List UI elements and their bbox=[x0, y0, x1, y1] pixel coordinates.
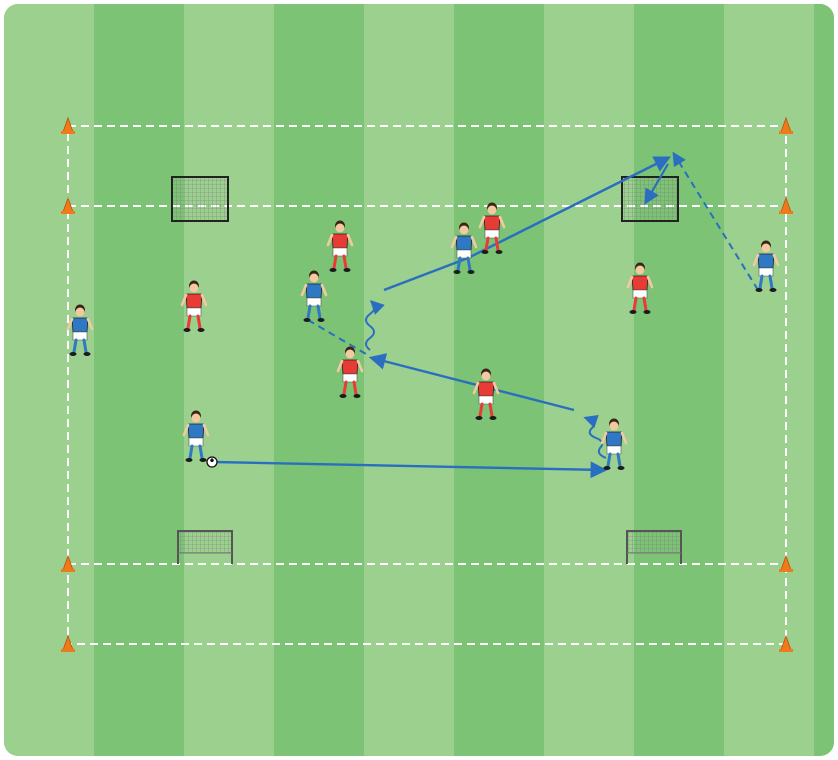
blue-player-6-part bbox=[762, 244, 771, 253]
blue-player-4-part bbox=[192, 414, 201, 423]
blue-player-3-part bbox=[468, 258, 470, 270]
red-player-2-part bbox=[198, 328, 205, 332]
blue-player-4-part bbox=[200, 458, 207, 462]
blue-player-2-part bbox=[310, 274, 319, 283]
red-player-1-part bbox=[344, 256, 346, 268]
red-player-3-part bbox=[346, 350, 355, 359]
blue-player-4-part bbox=[200, 446, 202, 458]
blue-player-3-part bbox=[460, 226, 469, 235]
cone-base bbox=[779, 211, 793, 214]
blue-player-1-part bbox=[70, 352, 77, 356]
red-player-3-part bbox=[340, 394, 347, 398]
red-player-1-part bbox=[334, 256, 336, 268]
red-player-3-part bbox=[354, 382, 356, 394]
red-player-6-part bbox=[632, 276, 648, 290]
red-player-2-part bbox=[188, 316, 190, 328]
blue-player-1-part bbox=[72, 318, 88, 332]
blue-player-1-part bbox=[74, 340, 76, 352]
red-player-1-part bbox=[330, 268, 337, 272]
red-player-2-part bbox=[184, 328, 191, 332]
blue-player-2-part bbox=[304, 318, 311, 322]
ball-icon bbox=[207, 457, 217, 467]
blue-player-3-part bbox=[458, 258, 460, 270]
red-player-2-part bbox=[198, 316, 200, 328]
blue-player-5-part bbox=[606, 432, 622, 446]
blue-player-5-part bbox=[610, 422, 619, 431]
blue-player-3-part bbox=[454, 270, 461, 274]
blue-player-4-part bbox=[190, 446, 192, 458]
blue-player-4-part bbox=[188, 424, 204, 438]
red-player-3-part bbox=[344, 382, 346, 394]
blue-player-5-part bbox=[618, 466, 625, 470]
red-player-4-part bbox=[490, 404, 492, 416]
red-player-5-part bbox=[484, 216, 500, 230]
blue-player-3-part bbox=[468, 270, 475, 274]
grass-stripe bbox=[814, 4, 838, 756]
red-player-4-part bbox=[482, 372, 491, 381]
blue-player-5-part bbox=[618, 454, 620, 466]
red-player-6-part bbox=[630, 310, 637, 314]
blue-player-6-part bbox=[770, 276, 772, 288]
red-player-1-part bbox=[336, 224, 345, 233]
red-player-6-part bbox=[644, 298, 646, 310]
red-player-3-part bbox=[354, 394, 361, 398]
blue-player-6-part bbox=[756, 288, 763, 292]
red-player-5-part bbox=[496, 250, 503, 254]
blue-player-2-part bbox=[318, 306, 320, 318]
blue-player-2-part bbox=[318, 318, 325, 322]
red-player-4-part bbox=[476, 416, 483, 420]
red-player-4-part bbox=[478, 382, 494, 396]
goal-top-right bbox=[622, 177, 678, 221]
blue-player-4-part bbox=[186, 458, 193, 462]
red-player-1-part bbox=[344, 268, 351, 272]
red-player-5-part bbox=[488, 206, 497, 215]
red-player-3-part bbox=[342, 360, 358, 374]
cone-base bbox=[779, 569, 793, 572]
red-player-6-part bbox=[644, 310, 651, 314]
blue-player-2-part bbox=[308, 306, 310, 318]
blue-player-1-part bbox=[84, 340, 86, 352]
cone-base bbox=[61, 569, 75, 572]
blue-player-2-part bbox=[306, 284, 322, 298]
cone-base bbox=[61, 211, 75, 214]
cone-base bbox=[61, 649, 75, 652]
blue-player-1-part bbox=[84, 352, 91, 356]
blue-player-6-part bbox=[760, 276, 762, 288]
red-player-5-part bbox=[482, 250, 489, 254]
red-player-2-part bbox=[186, 294, 202, 308]
blue-player-6-part bbox=[770, 288, 777, 292]
cone-base bbox=[779, 649, 793, 652]
red-player-5-part bbox=[496, 238, 498, 250]
red-player-6-part bbox=[634, 298, 636, 310]
red-player-5-part bbox=[486, 238, 488, 250]
blue-player-5-part bbox=[604, 466, 611, 470]
red-player-4-part bbox=[490, 416, 497, 420]
red-player-2-part bbox=[190, 284, 199, 293]
cone-base bbox=[779, 131, 793, 134]
blue-player-6-part bbox=[758, 254, 774, 268]
blue-player-3-part bbox=[456, 236, 472, 250]
blue-player-1-part bbox=[76, 308, 85, 317]
blue-player-5-part bbox=[608, 454, 610, 466]
red-player-6-part bbox=[636, 266, 645, 275]
cone-base bbox=[61, 131, 75, 134]
red-player-1-part bbox=[332, 234, 348, 248]
goal-top-left bbox=[172, 177, 228, 221]
red-player-4-part bbox=[480, 404, 482, 416]
